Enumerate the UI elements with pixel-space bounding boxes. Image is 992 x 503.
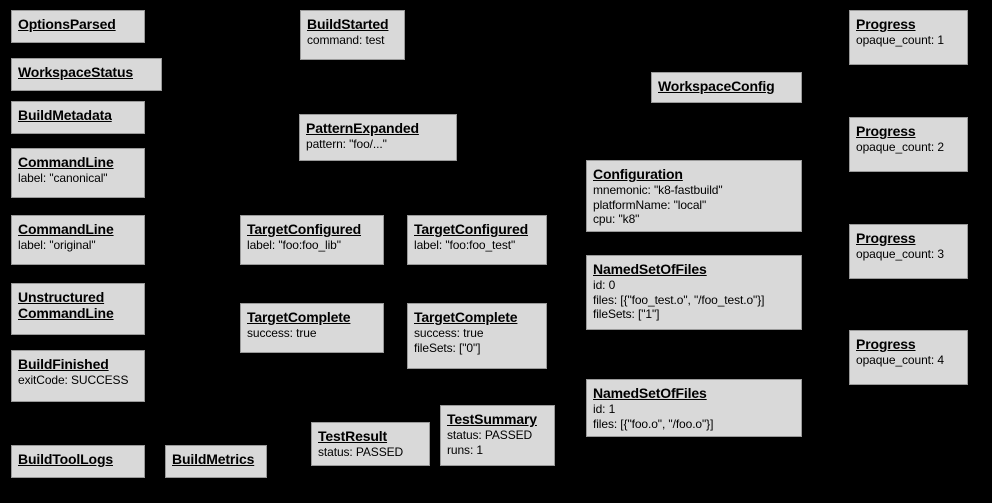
event-node-fields: pattern: "foo/..." xyxy=(306,137,387,151)
event-node-title: TargetComplete xyxy=(414,309,518,325)
event-node-build-metadata[interactable]: BuildMetadata xyxy=(11,101,145,134)
event-node-fields: opaque_count: 4 xyxy=(856,353,944,367)
event-node-title: OptionsParsed xyxy=(18,16,116,32)
event-node-title: CommandLine xyxy=(18,221,114,237)
event-node-title: BuildFinished xyxy=(18,356,109,372)
event-node-title: NamedSetOfFiles xyxy=(593,385,707,401)
event-node-fields: label: "canonical" xyxy=(18,171,108,185)
event-node-title: PatternExpanded xyxy=(306,120,419,136)
event-node-title: TargetComplete xyxy=(247,309,351,325)
event-node-fields: label: "original" xyxy=(18,238,96,252)
event-node-fields: opaque_count: 1 xyxy=(856,33,944,47)
event-node-title: TargetConfigured xyxy=(414,221,529,237)
event-node-title: TestResult xyxy=(318,428,388,444)
event-node-fields: success: true xyxy=(247,326,317,340)
event-node-workspace-status[interactable]: WorkspaceStatus xyxy=(11,58,162,91)
event-node-build-metrics[interactable]: BuildMetrics xyxy=(165,445,267,478)
event-node-fields: id: 0 files: [{"foo_test.o", "/foo_test.… xyxy=(593,278,765,321)
event-node-fields: label: "foo:foo_test" xyxy=(414,238,516,252)
event-node-title: Progress xyxy=(856,123,916,139)
event-node-title: CommandLine xyxy=(18,154,114,170)
event-node-title: NamedSetOfFiles xyxy=(593,261,707,277)
event-node-title: TestSummary xyxy=(447,411,537,427)
event-node-title: Unstructured CommandLine xyxy=(18,289,114,321)
event-node-fields: mnemonic: "k8-fastbuild" platformName: "… xyxy=(593,183,723,226)
event-node-title: WorkspaceStatus xyxy=(18,64,133,80)
event-node-title: BuildStarted xyxy=(307,16,389,32)
event-node-title: Progress xyxy=(856,16,916,32)
event-node-fields: status: PASSED runs: 1 xyxy=(447,428,533,457)
event-node-title: TargetConfigured xyxy=(247,221,362,237)
event-node-fields: success: true fileSets: ["0"] xyxy=(414,326,484,355)
event-node-title: WorkspaceConfig xyxy=(658,78,775,94)
event-node-title: BuildMetadata xyxy=(18,107,112,123)
event-node-fields: label: "foo:foo_lib" xyxy=(247,238,341,252)
event-node-title: Progress xyxy=(856,230,916,246)
event-node-title: BuildToolLogs xyxy=(18,451,113,467)
event-node-title: Configuration xyxy=(593,166,683,182)
event-node-fields: exitCode: SUCCESS xyxy=(18,373,129,387)
event-node-title: BuildMetrics xyxy=(172,451,255,467)
event-node-fields: id: 1 files: [{"foo.o", "/foo.o"}] xyxy=(593,402,714,431)
event-node-fields: status: PASSED xyxy=(318,445,404,459)
event-node-build-tool-logs[interactable]: BuildToolLogs xyxy=(11,445,145,478)
event-node-workspace-config[interactable]: WorkspaceConfig xyxy=(651,72,802,103)
event-node-title: Progress xyxy=(856,336,916,352)
event-node-options-parsed[interactable]: OptionsParsed xyxy=(11,10,145,43)
event-node-unstructured-command-line[interactable]: Unstructured CommandLine xyxy=(11,283,145,335)
event-node-fields: opaque_count: 3 xyxy=(856,247,944,261)
event-node-fields: opaque_count: 2 xyxy=(856,140,944,154)
event-node-fields: command: test xyxy=(307,33,385,47)
